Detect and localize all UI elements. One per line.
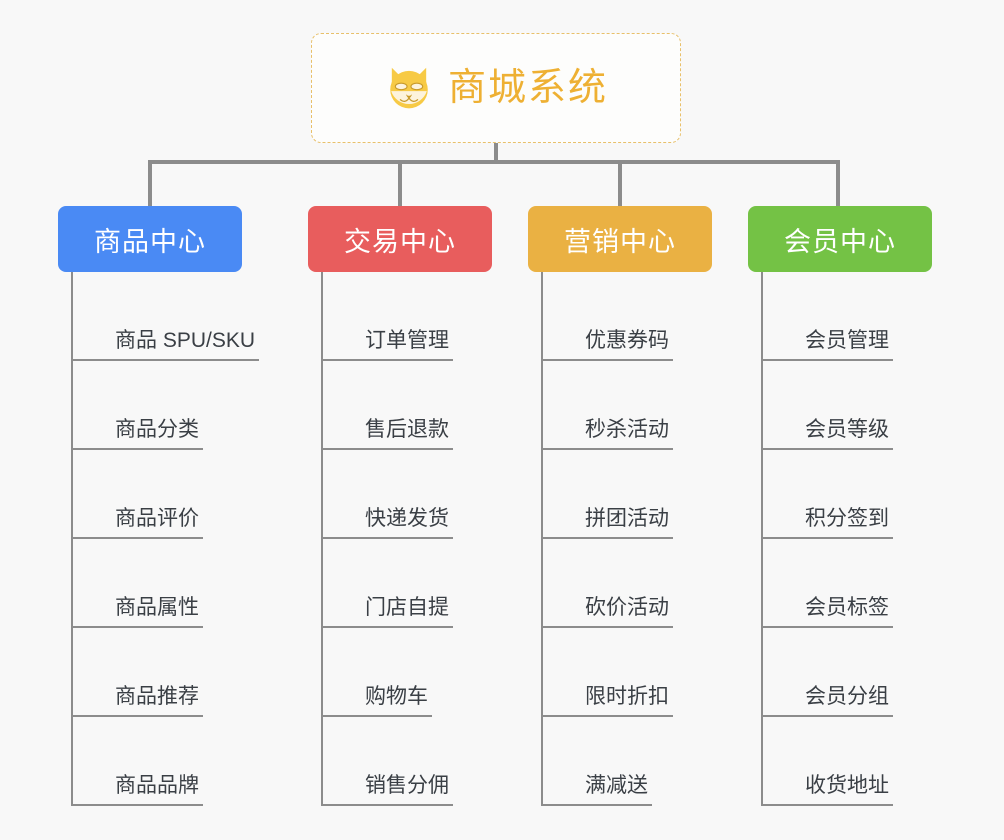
leaf-label: 拼团活动	[585, 506, 669, 530]
leaf-item[interactable]: 购物车	[321, 628, 551, 717]
leaf-underline	[71, 537, 203, 539]
leaf-label: 收货地址	[805, 773, 889, 797]
leaf-underline	[321, 537, 453, 539]
leaf-item[interactable]: 商品分类	[71, 361, 301, 450]
leaf-label: 门店自提	[365, 595, 449, 619]
branch-box-3[interactable]: 营销中心	[528, 206, 712, 272]
branch-box-1-label: 商品中心	[94, 226, 206, 257]
leaf-label: 商品品牌	[115, 773, 199, 797]
leaf-label: 积分签到	[805, 506, 889, 530]
branch-box-3-label: 营销中心	[564, 226, 676, 257]
leaf-item[interactable]: 砍价活动	[541, 539, 771, 628]
leaf-item[interactable]: 商品品牌	[71, 717, 301, 806]
leaf-underline	[321, 715, 432, 717]
leaf-underline	[541, 715, 673, 717]
leaf-underline	[761, 804, 893, 806]
root-node-shop-system[interactable]: 商城系统	[311, 33, 681, 143]
leaf-label: 商品 SPU/SKU	[115, 328, 256, 352]
leaf-label: 快递发货	[365, 506, 449, 530]
leaf-label: 会员管理	[805, 328, 889, 352]
leaf-item[interactable]: 限时折扣	[541, 628, 771, 717]
leaf-item[interactable]: 满减送	[541, 717, 771, 806]
leaf-item[interactable]: 订单管理	[321, 272, 551, 361]
leaf-label: 秒杀活动	[585, 417, 669, 441]
leaf-label: 商品评价	[115, 506, 199, 530]
leaf-label: 商品分类	[115, 417, 199, 441]
leaf-underline	[71, 804, 203, 806]
leaf-underline	[761, 715, 893, 717]
leaf-trunk-4	[761, 272, 763, 806]
leaf-underline	[71, 715, 203, 717]
leaf-label: 售后退款	[365, 417, 449, 441]
leaf-item[interactable]: 会员等级	[761, 361, 991, 450]
leaf-label: 商品属性	[115, 595, 199, 619]
leaf-underline	[541, 626, 673, 628]
leaf-item[interactable]: 拼团活动	[541, 450, 771, 539]
root-node-title: 商城系统	[447, 67, 608, 109]
leaf-item[interactable]: 门店自提	[321, 539, 551, 628]
connector-drop-4	[836, 160, 840, 206]
leaf-item[interactable]: 秒杀活动	[541, 361, 771, 450]
branch-box-2-label: 交易中心	[344, 226, 456, 257]
branch-box-1[interactable]: 商品中心	[58, 206, 242, 272]
leaf-item[interactable]: 商品推荐	[71, 628, 301, 717]
leaf-label: 满减送	[585, 773, 648, 797]
leaf-underline	[761, 448, 893, 450]
leaf-underline	[321, 448, 453, 450]
leaf-label: 会员标签	[805, 595, 889, 619]
leaf-label: 会员等级	[805, 417, 889, 441]
leaf-underline	[761, 359, 893, 361]
leaf-underline	[71, 448, 203, 450]
leaf-label: 销售分佣	[365, 773, 449, 797]
leaf-label: 砍价活动	[585, 595, 669, 619]
leaf-column-1: 商品 SPU/SKU 商品分类 商品评价 商品属性 商品推荐 商品品牌	[71, 272, 301, 806]
leaf-underline	[541, 448, 673, 450]
leaf-underline	[71, 626, 203, 628]
branch-box-4-label: 会员中心	[784, 226, 896, 257]
connector-drop-2	[398, 160, 402, 206]
leaf-trunk-3	[541, 272, 543, 806]
connector-drop-1	[148, 160, 152, 206]
leaf-label: 购物车	[365, 684, 428, 708]
leaf-column-2: 订单管理 售后退款 快递发货 门店自提 购物车 销售分佣	[321, 272, 551, 806]
branch-box-4[interactable]: 会员中心	[748, 206, 932, 272]
leaf-underline	[761, 537, 893, 539]
leaf-item[interactable]: 商品 SPU/SKU	[71, 272, 301, 361]
leaf-underline	[541, 537, 673, 539]
leaf-label: 订单管理	[365, 328, 449, 352]
leaf-trunk-2	[321, 272, 323, 806]
leaf-item[interactable]: 售后退款	[321, 361, 551, 450]
leaf-underline	[321, 359, 453, 361]
leaf-underline	[541, 804, 652, 806]
leaf-item[interactable]: 会员标签	[761, 539, 991, 628]
leaf-column-3: 优惠券码 秒杀活动 拼团活动 砍价活动 限时折扣 满减送	[541, 272, 771, 806]
connector-horizontal-bus	[148, 160, 840, 164]
shiba-dog-face-icon	[390, 67, 428, 112]
leaf-label: 限时折扣	[585, 684, 669, 708]
connector-root-stem	[494, 143, 498, 164]
branch-box-2[interactable]: 交易中心	[308, 206, 492, 272]
leaf-item[interactable]: 会员分组	[761, 628, 991, 717]
connector-drop-3	[618, 160, 622, 206]
leaf-item[interactable]: 快递发货	[321, 450, 551, 539]
leaf-label: 优惠券码	[585, 328, 669, 352]
leaf-item[interactable]: 销售分佣	[321, 717, 551, 806]
leaf-underline	[321, 804, 453, 806]
leaf-item[interactable]: 优惠券码	[541, 272, 771, 361]
leaf-label: 商品推荐	[115, 684, 199, 708]
leaf-item[interactable]: 商品评价	[71, 450, 301, 539]
leaf-trunk-1	[71, 272, 73, 806]
leaf-underline	[761, 626, 893, 628]
leaf-column-4: 会员管理 会员等级 积分签到 会员标签 会员分组 收货地址	[761, 272, 991, 806]
leaf-item[interactable]: 积分签到	[761, 450, 991, 539]
leaf-item[interactable]: 收货地址	[761, 717, 991, 806]
leaf-label: 会员分组	[805, 684, 889, 708]
leaf-item[interactable]: 会员管理	[761, 272, 991, 361]
leaf-item[interactable]: 商品属性	[71, 539, 301, 628]
leaf-underline	[71, 359, 259, 361]
leaf-underline	[321, 626, 453, 628]
leaf-underline	[541, 359, 673, 361]
